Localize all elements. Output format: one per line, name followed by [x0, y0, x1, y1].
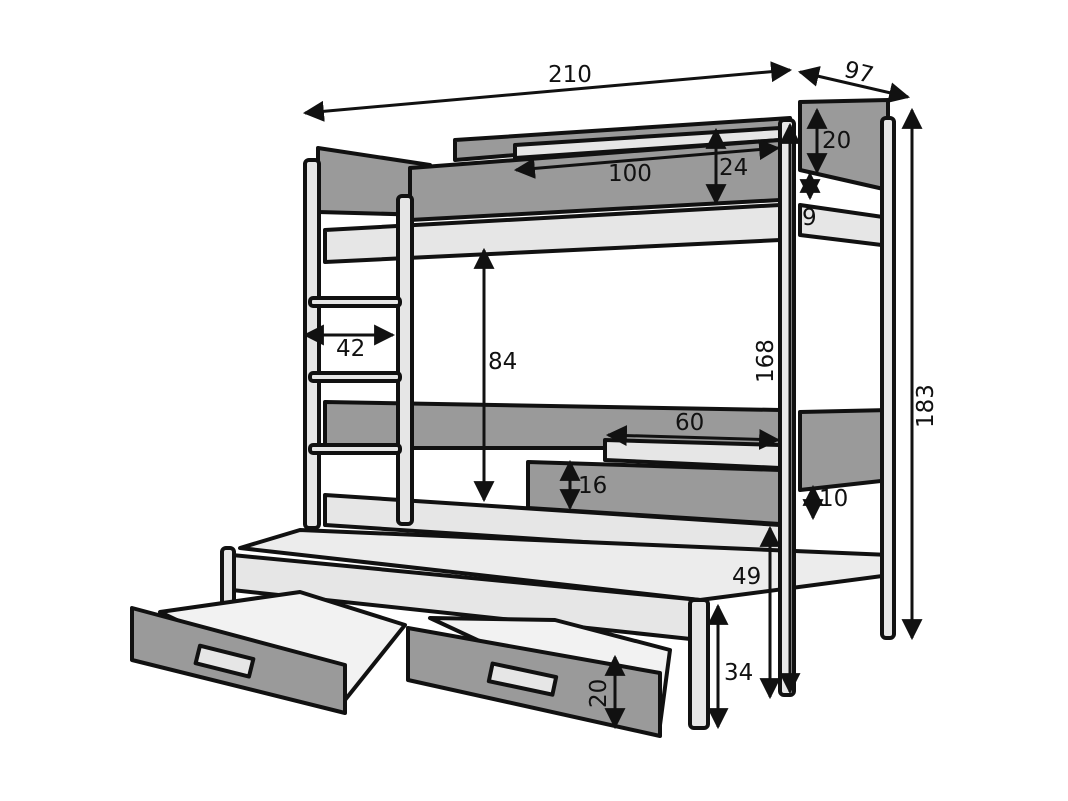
dim-end-panel-height: 20 [822, 128, 852, 154]
post-right-front [778, 118, 796, 697]
dim-overall-length: 210 [548, 62, 592, 88]
drawer-right [406, 616, 672, 738]
ladder [308, 296, 402, 455]
post-right-back [880, 116, 896, 640]
dim-trundle-base-height: 34 [724, 660, 754, 686]
dim-ladder-width: 42 [336, 336, 366, 362]
dim-drawer-height: 20 [586, 678, 612, 708]
dim-lower-guard-opening: 60 [675, 410, 705, 436]
dim-trundle-height: 49 [732, 564, 762, 590]
dim-lower-guard-height: 16 [578, 473, 608, 499]
drawer-left [130, 590, 407, 715]
dim-post-height: 168 [753, 339, 779, 383]
post-trundle-left [220, 546, 236, 610]
dim-lower-mattress-gap: 10 [819, 486, 849, 512]
dim-overall-height: 183 [913, 384, 939, 428]
dim-upper-guard-opening: 100 [608, 161, 652, 187]
dim-line-97 [797, 66, 911, 103]
post-left-front [396, 194, 414, 526]
dim-line-60 [605, 425, 781, 450]
post-trundle-right [688, 598, 710, 730]
dim-upper-guard-height: 24 [719, 155, 749, 181]
dim-upper-mattress-gap: 9 [802, 205, 817, 231]
dim-line-100 [513, 139, 781, 179]
post-left-back [303, 158, 321, 530]
dim-line-210 [302, 61, 793, 122]
dim-lower-clearance: 84 [488, 349, 518, 375]
